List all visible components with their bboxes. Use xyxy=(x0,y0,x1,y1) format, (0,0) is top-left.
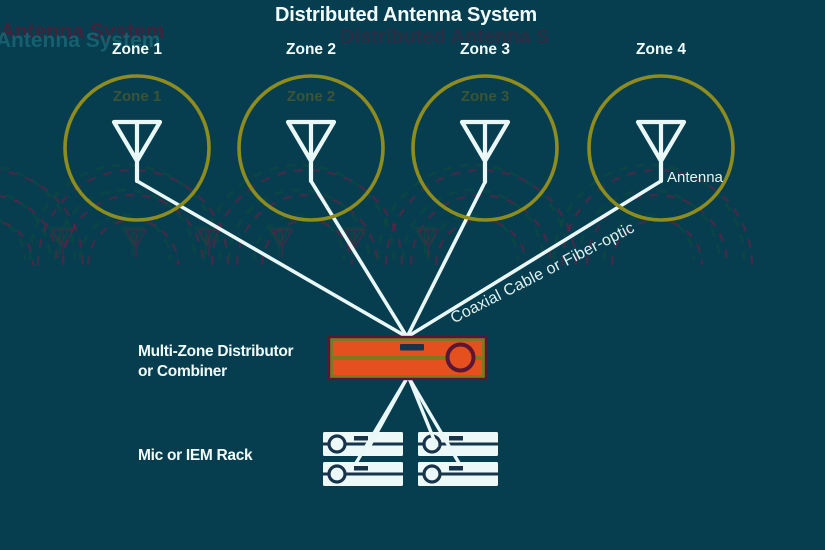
cable-line-rack3 xyxy=(407,377,439,448)
ghost-zone-label: Zone 2 xyxy=(286,88,336,105)
cable-line-rack2 xyxy=(354,377,409,464)
ghost-echo-shape xyxy=(266,226,292,255)
zone-circles xyxy=(63,74,735,222)
antenna-icon xyxy=(635,119,687,184)
ghost-echo-shape xyxy=(124,228,148,257)
knob-icon xyxy=(327,464,347,484)
ghost-echo-shape xyxy=(401,188,545,261)
distributor-label: Multi-Zone Distributor or Combiner xyxy=(138,342,294,382)
ghost-echo-shape xyxy=(0,220,35,266)
antenna-icon xyxy=(285,119,337,184)
ghost-echo-shape xyxy=(0,218,27,261)
ghost-title-echo: Distributed Antenna System xyxy=(0,29,161,52)
ghost-echo-shape xyxy=(434,218,528,266)
ghost-echo-shape xyxy=(235,193,379,266)
zone3-circle xyxy=(411,74,559,222)
ghost-zone-label: Zone 1 xyxy=(112,88,162,105)
ghost-echo-shape xyxy=(51,228,75,257)
rack-label: Mic or IEM Rack xyxy=(138,447,253,464)
ghost-echo-shape xyxy=(270,228,294,257)
ghost-echo-shape xyxy=(0,191,52,261)
knob-icon xyxy=(422,464,442,484)
ghost-echo-shape xyxy=(120,226,146,255)
ghost-echo-shape xyxy=(409,193,553,266)
antenna-icon xyxy=(459,119,511,185)
ghost-echo-shape xyxy=(585,193,729,266)
distributor-label-line2: or Combiner xyxy=(138,363,227,380)
ghost-echo-shape xyxy=(0,194,60,266)
antenna-icon xyxy=(111,119,163,184)
ghost-echo-shape xyxy=(0,169,85,266)
mic-iem-rack xyxy=(323,432,498,486)
cable-line-rack4 xyxy=(407,377,461,464)
ghost-zone-label: Zone 3 xyxy=(460,88,510,105)
ghost-echo-shape xyxy=(416,228,440,257)
ghost-echo-shape xyxy=(426,213,520,261)
ghost-echo-shape xyxy=(78,213,172,261)
cable-line-zone2 xyxy=(309,179,409,339)
rack-unit-icon xyxy=(323,432,403,456)
zone-label-1: Zone 1 xyxy=(112,41,162,58)
ghost-echo-shape xyxy=(252,213,346,261)
knob-icon xyxy=(327,434,347,454)
zone1-circle xyxy=(63,74,211,222)
rack-unit-icon xyxy=(323,462,403,486)
distributor-label-line1: Multi-Zone Distributor xyxy=(138,343,294,360)
ghost-echo-shape xyxy=(602,213,696,261)
rack-unit-icon xyxy=(418,462,498,486)
distributor-device-icon xyxy=(327,335,488,381)
zone-label-2: Zone 2 xyxy=(286,41,336,58)
ghost-echo-shape xyxy=(193,226,219,255)
cable-line-zone1 xyxy=(135,179,409,339)
knob-icon xyxy=(445,342,476,373)
ghost-echo-shape xyxy=(61,193,205,266)
ghost-echo-shape xyxy=(47,226,73,255)
ghost-echo-shape xyxy=(412,226,438,255)
page-title: Distributed Antenna System xyxy=(275,4,537,26)
rack-cables xyxy=(354,377,461,464)
zone2-circle xyxy=(237,74,385,222)
antenna-label: Antenna xyxy=(667,169,723,186)
zone-label-3: Zone 3 xyxy=(460,41,510,58)
ghost-echo-shape xyxy=(202,163,396,261)
ghost-echo-shape xyxy=(53,188,197,261)
ghost-title-echo: Distributed Antenna System xyxy=(0,20,165,43)
ghost-echo-shape xyxy=(376,163,570,261)
ghost-echo-shape xyxy=(197,228,221,257)
cable-line-zone3 xyxy=(405,180,487,339)
zone4-circle xyxy=(587,74,735,222)
zone-label-4: Zone 4 xyxy=(636,41,686,58)
ghost-title-echo: Distributed Antenna System xyxy=(340,26,548,48)
rack-unit-icon xyxy=(418,432,498,456)
distributor-display xyxy=(400,344,424,351)
